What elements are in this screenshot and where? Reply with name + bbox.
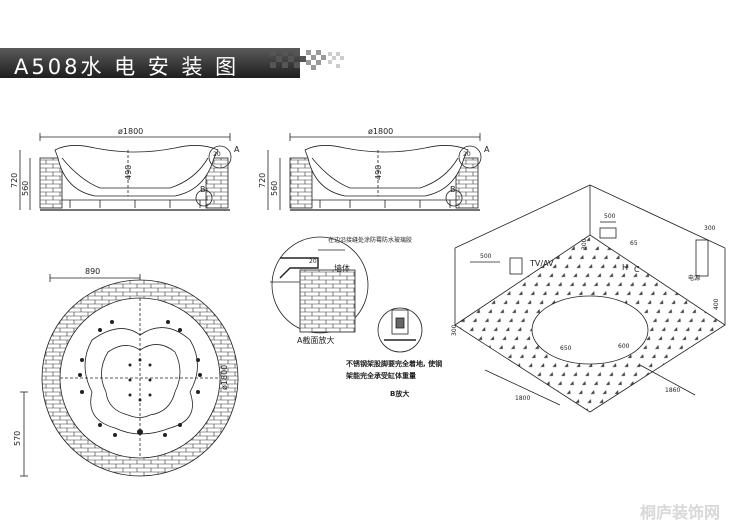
plan-side-dim: 570	[13, 431, 22, 446]
page-title: A508水 电 安 装 图	[14, 55, 240, 79]
elevation-right-inner-dim: 20	[463, 151, 471, 158]
plan-width-dim: 890	[85, 267, 100, 276]
iso-dim-1860: 1860	[665, 387, 680, 394]
iso-label-c: C	[634, 265, 640, 274]
elevation-right-width: ø1800	[368, 127, 393, 136]
iso-dim-600: 600	[618, 343, 630, 350]
elevation-right-depth: 490	[374, 165, 383, 180]
iso-dim-300-right: 300	[451, 324, 458, 336]
detail-a-caption: A截面放大	[297, 335, 334, 345]
detail-b-note-1: 不锈钢架股脚要完全着地, 使钢	[346, 359, 442, 368]
iso-label-h: H	[622, 263, 628, 272]
elevation-right-callout-b: B	[450, 185, 456, 194]
elevation-left-height-total: 720	[10, 173, 19, 188]
plan-diameter: ø1800	[220, 365, 229, 390]
detail-a-dim: 20	[309, 258, 317, 265]
detail-b-caption: B放大	[390, 389, 409, 398]
iso-dim-300-left: 300	[581, 238, 588, 250]
elevation-left-height-base: 560	[21, 181, 30, 196]
iso-electric: 电源	[688, 274, 700, 282]
detail-a-note: 在边沿接缝处涂防霉防水玻璃胶	[328, 236, 412, 244]
iso-dim-650: 650	[560, 345, 572, 352]
detail-a	[270, 236, 369, 334]
plan-view	[20, 274, 239, 477]
checker-pattern	[270, 50, 344, 70]
elevation-left-inner-dim: 20	[213, 151, 221, 158]
iso-dim-300-top: 300	[704, 225, 716, 232]
elevation-right-height-total: 720	[258, 173, 267, 188]
detail-b	[377, 307, 423, 353]
plan-jets	[78, 320, 202, 437]
detail-b-note-2: 架能完全承受缸体重量	[345, 371, 416, 380]
iso-dim-65: 65	[630, 240, 638, 247]
iso-room	[454, 184, 726, 413]
iso-dim-400: 400	[713, 298, 720, 310]
elevation-left-callout-b: B	[200, 185, 206, 194]
watermark: 桐庐装饰网	[640, 503, 720, 522]
elevation-left	[19, 133, 232, 211]
title-bar	[0, 48, 300, 78]
iso-dim-1800: 1800	[515, 395, 530, 402]
iso-tvav: TV/AV	[529, 259, 554, 268]
elevation-right-callout-a: A	[484, 145, 490, 154]
detail-a-wall: 墙体	[334, 263, 350, 273]
elevation-left-depth: 490	[124, 165, 133, 180]
iso-dim-500-top: 500	[604, 213, 616, 220]
elevation-left-callout-a: A	[234, 145, 240, 154]
elevation-left-width: ø1800	[118, 127, 143, 136]
elevation-right-height-base: 560	[270, 181, 279, 196]
iso-dim-500-left: 500	[480, 253, 492, 260]
elevation-right	[267, 133, 482, 211]
